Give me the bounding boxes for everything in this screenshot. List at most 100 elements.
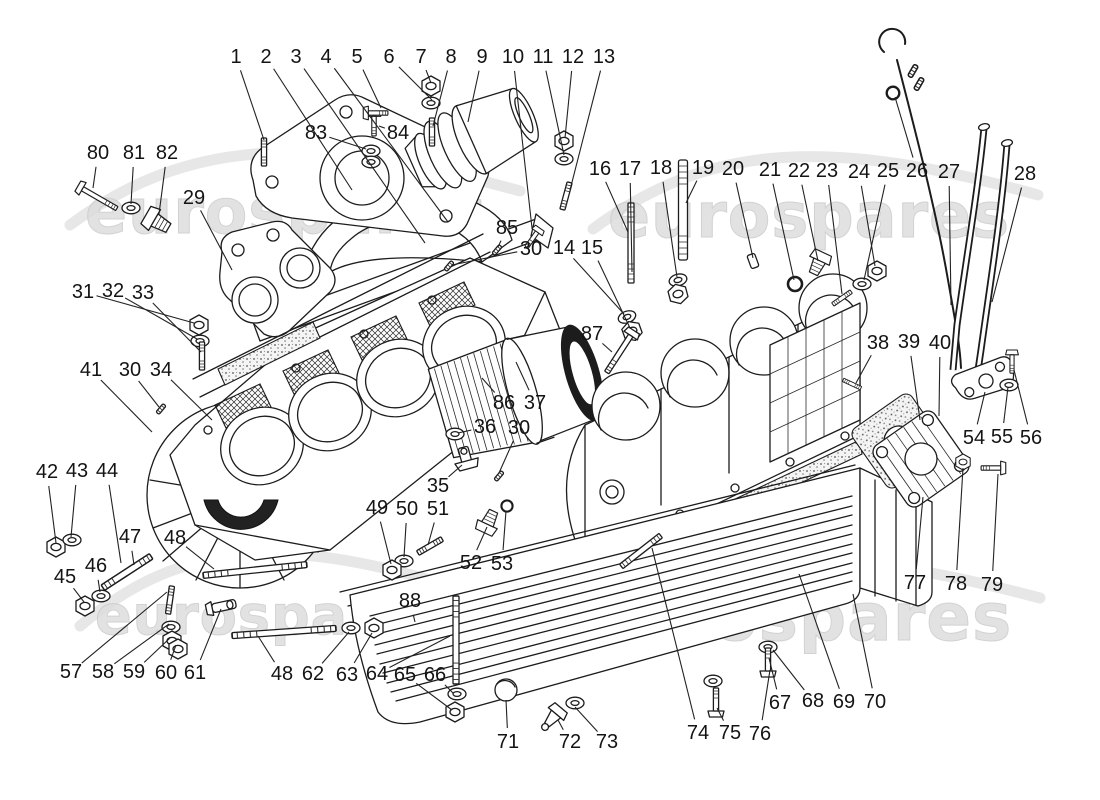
callout-81-label: 81	[123, 142, 145, 164]
callout-4-label: 4	[320, 46, 331, 68]
callout-80-leader	[92, 166, 97, 189]
callout-47-label: 47	[119, 526, 141, 548]
callout-83-leader	[329, 136, 367, 150]
callout-54-leader	[976, 391, 986, 425]
callout-12-label: 12	[562, 46, 584, 68]
callout-42-leader	[48, 485, 57, 544]
washer	[361, 144, 381, 158]
callout-50-leader	[403, 522, 407, 558]
callout-73-label: 73	[596, 731, 618, 753]
o-ring	[786, 275, 804, 293]
callout-34-label: 34	[150, 359, 172, 381]
callout-9-leader	[467, 70, 480, 123]
top-cover-assembly	[219, 87, 554, 342]
callout-37-label: 37	[524, 392, 546, 414]
callout-1-leader	[239, 70, 265, 141]
stud	[260, 137, 268, 167]
callout-55-leader	[1003, 386, 1009, 424]
callout-30-leader	[451, 251, 518, 266]
callout-60-label: 60	[155, 662, 177, 684]
callout-39-leader	[910, 355, 921, 421]
callout-43-leader	[70, 484, 77, 538]
callout-67-leader	[768, 657, 778, 690]
callout-19-leader	[685, 180, 698, 204]
callout-30-label: 30	[508, 417, 530, 439]
main-bearing-saddle	[591, 371, 661, 441]
callout-25-leader	[863, 184, 886, 281]
callout-48-leader	[257, 635, 275, 663]
callout-58-leader	[113, 623, 170, 665]
callout-40-leader	[938, 356, 941, 417]
dipstick-assembly	[878, 27, 1015, 400]
callout-5-leader	[362, 69, 382, 109]
callout-83-label: 83	[305, 122, 327, 144]
callout-68-label: 68	[802, 690, 824, 712]
callout-16-leader	[605, 181, 629, 233]
callout-48-leader	[185, 546, 215, 570]
callout-84-label: 84	[387, 122, 409, 144]
callout-33-label: 33	[132, 282, 154, 304]
callout-79-leader	[992, 473, 999, 572]
dipstick-hook	[878, 27, 907, 53]
callout-39-label: 39	[898, 331, 920, 353]
callout-59-leader	[143, 637, 171, 663]
callout-64-label: 64	[366, 663, 388, 685]
callout-60-leader	[170, 644, 177, 661]
callout-85-label: 85	[496, 217, 518, 239]
callout-87-label: 87	[581, 323, 603, 345]
nut	[364, 617, 384, 639]
callout-63-label: 63	[336, 664, 358, 686]
callout-72-label: 72	[559, 731, 581, 753]
callout-66-label: 66	[424, 664, 446, 686]
callout-57-leader	[81, 591, 168, 664]
callout-24-label: 24	[848, 161, 870, 183]
callout-26-leader	[894, 96, 914, 158]
callout-70-label: 70	[864, 691, 886, 713]
callout-8-label: 8	[445, 46, 456, 68]
callout-61-label: 61	[184, 662, 206, 684]
callout-71-leader	[505, 699, 508, 729]
nut	[445, 701, 465, 723]
callout-76-label: 76	[749, 723, 771, 745]
callout-4-leader	[333, 67, 449, 223]
callout-87-leader	[602, 342, 613, 353]
nut	[867, 260, 887, 282]
stud	[452, 595, 460, 685]
washer	[62, 533, 82, 547]
callout-53-label: 53	[491, 553, 513, 575]
callout-38-leader	[855, 355, 872, 384]
callout-34-leader	[170, 379, 213, 421]
callout-86-leader	[481, 377, 496, 393]
washer	[999, 378, 1019, 392]
callout-75-label: 75	[719, 722, 741, 744]
callout-13-leader	[569, 70, 602, 191]
callout-17-label: 17	[619, 158, 641, 180]
callout-32-label: 32	[102, 280, 124, 302]
bolt	[707, 687, 725, 718]
callout-27-leader	[948, 185, 952, 306]
callout-44-leader	[108, 484, 122, 564]
callout-74-label: 74	[687, 722, 709, 744]
callout-44-label: 44	[96, 460, 118, 482]
callout-30-label: 30	[520, 238, 542, 260]
callout-12-leader	[564, 70, 573, 139]
nut	[382, 559, 402, 581]
callout-22-leader	[801, 184, 819, 262]
callout-18-leader	[662, 181, 678, 278]
stud	[559, 181, 573, 211]
callout-88-label: 88	[399, 590, 421, 612]
callout-14-label: 14	[553, 237, 575, 259]
callout-65-leader	[415, 682, 453, 711]
callout-41-leader	[100, 379, 153, 433]
callout-68-leader	[772, 649, 805, 691]
callout-1-label: 1	[230, 46, 241, 68]
callout-7-leader	[425, 69, 432, 84]
callout-24-leader	[860, 185, 876, 267]
callout-79-label: 79	[981, 574, 1003, 596]
callout-77-leader	[915, 496, 924, 570]
callout-6-leader	[398, 66, 433, 101]
callout-56-label: 56	[1020, 427, 1042, 449]
callout-43-label: 43	[66, 460, 88, 482]
callout-33-leader	[152, 302, 202, 353]
